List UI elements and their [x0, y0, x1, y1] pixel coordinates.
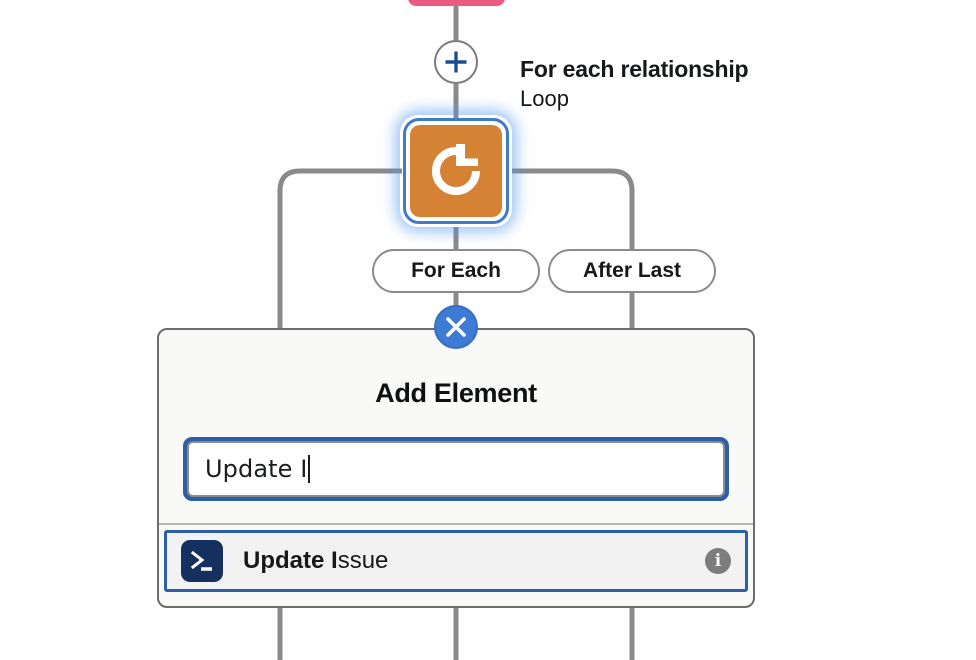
loop-node-subtitle: Loop	[520, 86, 569, 112]
result-row[interactable]: Update Issue i	[164, 530, 748, 592]
terminal-icon	[181, 540, 223, 582]
info-icon[interactable]: i	[705, 548, 731, 574]
close-x-icon	[445, 316, 467, 338]
branch-pill-after-last[interactable]: After Last	[548, 249, 716, 293]
loop-node-title: For each relationship	[520, 56, 749, 82]
dialog-title: Add Element	[375, 378, 537, 408]
results-divider	[159, 523, 753, 525]
search-input-value: Update I	[205, 455, 308, 483]
loop-refresh-icon	[425, 140, 487, 202]
plus-icon	[443, 49, 469, 75]
add-element-dialog: Add Element Update I Update Issue i	[157, 328, 755, 608]
loop-node-body	[410, 125, 502, 217]
loop-node[interactable]	[400, 115, 512, 227]
result-label: Update Issue	[243, 547, 705, 575]
branch-pill-for-each[interactable]: For Each	[372, 249, 540, 293]
search-input[interactable]: Update I	[187, 441, 725, 497]
search-focus-ring: Update I	[183, 437, 729, 501]
result-label-match: Update I	[243, 547, 338, 574]
close-button[interactable]	[434, 305, 478, 349]
loop-node-caption: For each relationship Loop	[520, 56, 749, 112]
loop-node-frame	[403, 118, 509, 224]
upstream-node[interactable]	[408, 0, 505, 6]
add-step-button[interactable]	[434, 40, 478, 84]
text-caret	[308, 455, 311, 483]
result-label-rest: ssue	[337, 547, 389, 574]
